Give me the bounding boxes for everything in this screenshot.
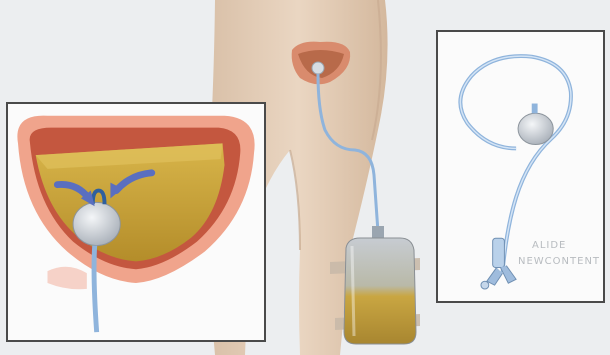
foley-catheter-panel: ALIDE NEWCONTENT: [436, 30, 605, 303]
balloon-icon: [73, 202, 120, 245]
bladder-cutaway-diagram: [8, 104, 264, 340]
balloon-icon: [518, 113, 553, 144]
bladder-cutaway-panel: [6, 102, 266, 342]
urine-bag-icon: [344, 226, 416, 344]
connector-icon: [481, 238, 516, 289]
watermark-line-1: ALIDE: [532, 240, 566, 251]
watermark-line-2: NEWCONTENT: [518, 256, 600, 267]
catheter-tube-cutaway: [94, 246, 97, 333]
